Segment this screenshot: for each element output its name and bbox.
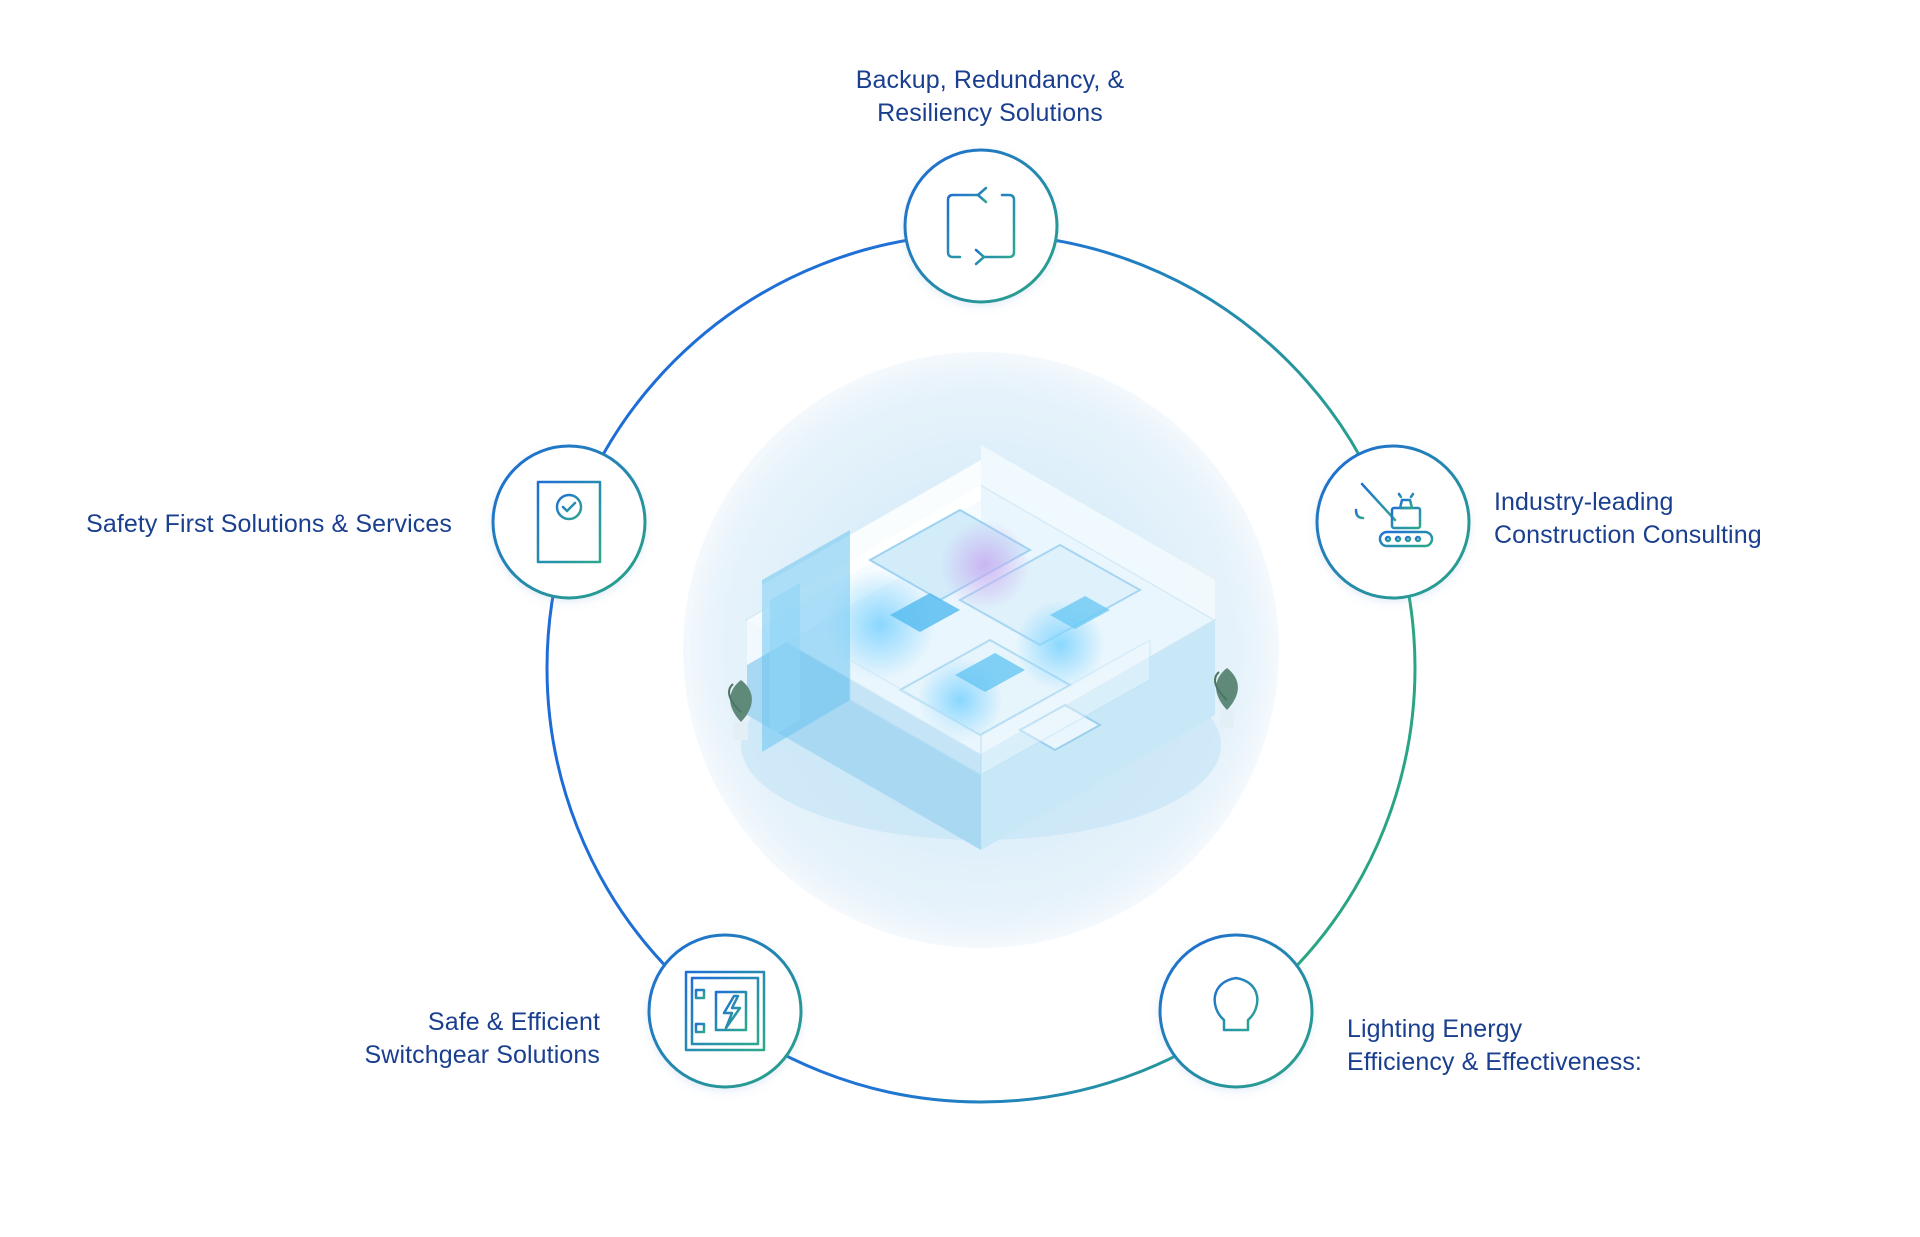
lightbulb-icon [1213,976,1259,1050]
switchgear-panel-icon [684,970,766,1052]
safety-node[interactable] [491,444,647,600]
switchgear-label: Safe & Efficient Switchgear Solutions [250,1006,600,1072]
backup-label-line-1: Backup, Redundancy, & [855,66,1125,94]
plant-left [728,680,752,740]
backup-label: Backup, Redundancy, & Resiliency Solutio… [820,64,1160,130]
plant-right [1214,668,1238,728]
crane-icon [1354,482,1434,548]
safety-checklist-icon [536,480,602,564]
construction-label: Industry-leading Construction Consulting [1494,486,1762,552]
safety-label: Safety First Solutions & Services [40,508,452,541]
lighting-node[interactable] [1158,933,1314,1089]
backup-node[interactable] [903,148,1059,304]
construction-label-line-2: Construction Consulting [1494,521,1762,549]
construction-node[interactable] [1315,444,1471,600]
construction-label-line-1: Industry-leading [1494,488,1674,516]
switchgear-label-line-1: Safe & Efficient [427,1008,600,1036]
lighting-label-line-1: Lighting Energy [1347,1015,1523,1043]
backup-sync-icon [946,186,1016,266]
lighting-label-line-2: Efficiency & Effectiveness: [1347,1048,1642,1076]
backup-label-line-2: Resiliency Solutions [877,99,1103,127]
safety-label-line-1: Safety First Solutions & Services [86,510,452,538]
lighting-label: Lighting Energy Efficiency & Effectivene… [1347,1013,1642,1079]
switchgear-node[interactable] [647,933,803,1089]
switchgear-label-line-2: Switchgear Solutions [364,1041,600,1069]
center-hospital-illustration [683,352,1279,948]
